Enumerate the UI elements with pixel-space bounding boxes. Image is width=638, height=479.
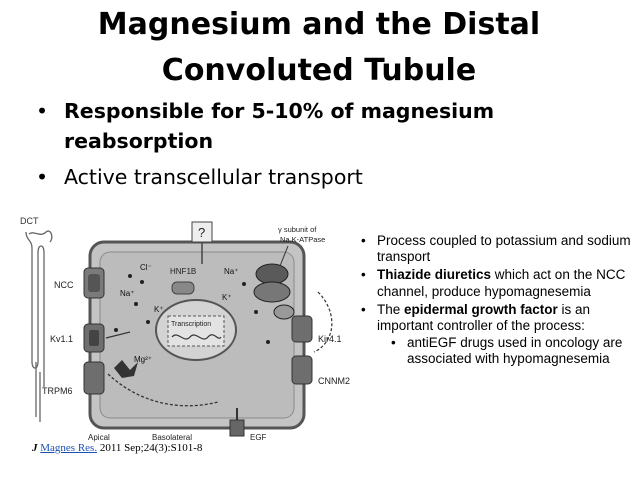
gamma-subunit-label-2: Na,K-ATPase <box>280 235 325 244</box>
side-bullet-list: Process coupled to potassium and sodium … <box>355 233 633 370</box>
transcription-label: Transcription <box>171 321 211 328</box>
nak-atpase <box>253 263 295 320</box>
cnnm2-transporter <box>291 355 313 385</box>
hnf1b-label: HNF1B <box>170 267 196 276</box>
thiazide-diuretics-term: Thiazide diuretics <box>377 267 492 283</box>
egf-term: epidermal growth factor <box>404 301 558 317</box>
side-sub-bullet-list: antiEGF drugs used in oncology are assoc… <box>377 335 633 367</box>
side-bullet-prefix: The <box>377 301 405 317</box>
egf-label: EGF <box>250 433 267 442</box>
trpm6-label: TRPM6 <box>42 386 73 396</box>
side-bullet: Thiazide diuretics which act on the NCC … <box>355 267 633 299</box>
arrow-k-recycle <box>313 291 333 353</box>
kir41-channel <box>291 315 313 343</box>
arrow-k-flow <box>105 331 131 339</box>
side-bullet: Process coupled to potassium and sodium … <box>355 233 633 265</box>
egf-receptor <box>229 408 245 437</box>
side-bullet-text: which act on the NCC channel, produce hy… <box>377 267 626 299</box>
transcription-box <box>167 315 225 347</box>
kv11-label: Kv1.1 <box>50 334 73 344</box>
main-bullet: Responsible for 5-10% of magnesium reabs… <box>36 96 596 156</box>
apical-label: Apical <box>88 433 110 442</box>
trpm6-channel <box>83 360 138 395</box>
gamma-subunit-label: γ subunit of <box>278 225 317 234</box>
main-bullet-list: Responsible for 5-10% of magnesium reabs… <box>36 96 596 198</box>
arrow-gamma <box>279 245 289 267</box>
ncc-transporter <box>83 267 105 299</box>
basolateral-label: Basolateral <box>152 433 192 442</box>
side-bullet: The epidermal growth factor is an import… <box>355 302 633 368</box>
nephron-illustration <box>25 230 53 422</box>
ion-na-right: Na⁺ <box>224 267 238 276</box>
dct-transport-diagram: DCT Transcription HNF1B ? NCC Kv1.1 TRPM… <box>20 216 350 442</box>
citation-journal-link[interactable]: Magnes Res. <box>40 442 98 454</box>
kir41-label: Kir4.1 <box>318 334 342 344</box>
ion-cl: Cl⁻ <box>140 263 152 272</box>
title-line-1: Magnesium and the Distal <box>97 7 541 42</box>
main-bullet: Active transcellular transport <box>36 162 596 192</box>
question-mark: ? <box>198 225 205 240</box>
ion-dots <box>114 274 270 344</box>
dna-helix <box>171 334 222 340</box>
citation: J Magnes Res. 2011 Sep;24(3):S101-8 <box>32 442 202 454</box>
ncc-label: NCC <box>54 280 74 290</box>
side-sub-bullet: antiEGF drugs used in oncology are assoc… <box>377 335 633 367</box>
title-line-2: Convoluted Tubule <box>161 53 477 88</box>
ion-na: Na⁺ <box>120 289 134 298</box>
citation-initial: J <box>32 442 38 454</box>
unknown-factor-box <box>191 221 213 243</box>
ion-k: K⁺ <box>154 305 164 314</box>
kv11-channel <box>83 323 105 353</box>
side-bullet-text: is an important controller of the proces… <box>377 301 591 334</box>
cnnm2-label: CNNM2 <box>318 376 350 386</box>
ion-k-right: K⁺ <box>222 293 232 302</box>
side-bullet-text: Process coupled to potassium and sodium … <box>377 233 631 265</box>
ion-mg: Mg²⁺ <box>134 355 152 364</box>
hnf1b-protein <box>171 281 195 295</box>
citation-details: 2011 Sep;24(3):S101-8 <box>97 442 203 454</box>
dct-label: DCT <box>20 216 39 226</box>
slide-title: Magnesium and the Distal Convoluted Tubu… <box>0 2 638 94</box>
